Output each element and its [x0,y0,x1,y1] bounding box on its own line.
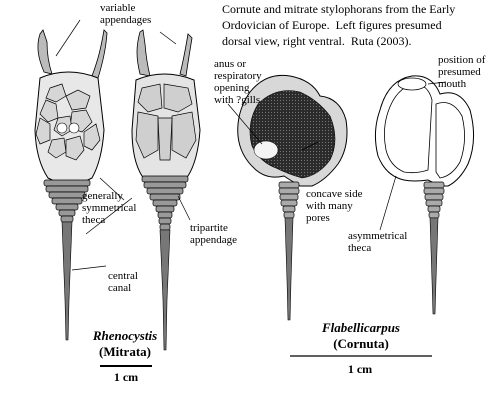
flabellicarpus-ventral-figure [374,75,474,315]
label-symmetrical-theca: generally symmetrical theca [82,190,137,226]
right-scale-label: 1 cm [347,362,373,376]
left-group-name: (Mitrata) [99,344,151,359]
leader-lines [55,19,447,271]
label-presumed-mouth: position of presumed mouth [438,54,486,90]
caption-line-1: Cornute and mitrate stylophorans from th… [222,2,456,16]
caption-line-2: Ordovician of Europe. Left figures presu… [222,18,442,32]
right-group-name: (Cornuta) [333,336,389,351]
left-genus-name: Rhenocystis [92,328,158,343]
label-central-canal: central canal [108,270,138,294]
rhenocystis-dorsal-figure [34,29,108,341]
label-anus-respiratory-opening: anus or respiratory opening with ?gills [214,58,262,106]
caption-line-3: dorsal view, right ventral. Ruta (2003). [222,34,412,48]
flabellicarpus-dorsal-figure [237,74,348,321]
label-concave-side: concave side with many pores [306,188,363,224]
label-asymmetrical-theca: asymmetrical theca [348,230,408,254]
rhenocystis-ventral-figure [131,29,201,351]
right-genus-name: Flabellicarpus [321,320,400,335]
label-tripartite-appendage: tripartite appendage [190,222,238,246]
label-variable-appendages: variable appendages [100,2,152,26]
left-scale-label: 1 cm [113,370,139,384]
